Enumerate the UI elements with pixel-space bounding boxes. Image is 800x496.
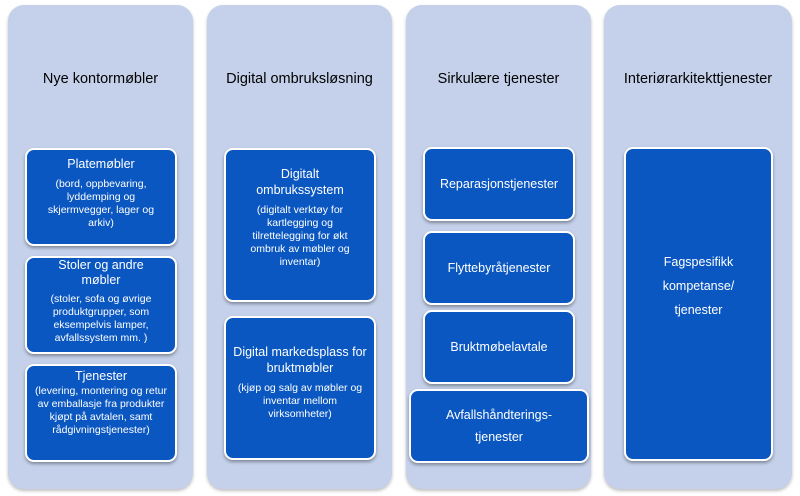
- box-title: Tjenester: [74, 369, 128, 383]
- box-description: (bord, oppbevaring, lyddemping og skjerm…: [47, 178, 155, 229]
- box-digital-reuse-system: Digitalt ombrukssystem (digitalt verktøy…: [224, 148, 376, 302]
- box-title: Reparasjonstjenester: [439, 177, 559, 191]
- column-new-office-furniture: Nye kontormøbler Platemøbler (bord, oppb…: [8, 5, 193, 489]
- box-services: Tjenester (levering, montering og retur …: [25, 364, 177, 462]
- column-title: Sirkulære tjenester: [437, 71, 560, 87]
- box-title: Stoler og andre møbler: [58, 258, 144, 287]
- column-title: Nye kontormøbler: [42, 71, 159, 87]
- box-plate-furniture: Platemøbler (bord, oppbevaring, lyddempi…: [25, 148, 177, 246]
- box-description: (kjøp og salg av møbler og inventar mell…: [237, 382, 363, 420]
- box-description: (levering, montering og retur av emballa…: [35, 385, 167, 436]
- box-digital-marketplace: Digital markedsplass for bruktmøbler (kj…: [224, 316, 376, 460]
- column-title: Digital ombruksløsning: [226, 71, 373, 87]
- column-interior-architect-services: Interiørarkitekttjenester Fagspesifikk k…: [604, 5, 792, 489]
- box-title: Fagspesifikk kompetanse/ tjenester: [662, 255, 735, 317]
- box-title: Flyttebyråtjenester: [447, 261, 551, 275]
- box-chairs-other-furniture: Stoler og andre møbler (stoler, sofa og …: [25, 256, 177, 354]
- box-used-furniture-agreement: Bruktmøbelavtale: [423, 310, 575, 384]
- box-title: Digitalt ombrukssystem: [256, 167, 344, 197]
- box-subject-competence: Fagspesifikk kompetanse/ tjenester: [624, 147, 773, 461]
- box-description: (digitalt verktøy for kartlegging og til…: [250, 204, 350, 268]
- box-title: Digital markedsplass for bruktmøbler: [233, 345, 367, 375]
- column-digital-reuse-solution: Digital ombruksløsning Digitalt ombrukss…: [207, 5, 392, 489]
- box-repair-services: Reparasjonstjenester: [423, 147, 575, 221]
- column-title: Interiørarkitekttjenester: [623, 71, 773, 87]
- box-title: Platemøbler: [67, 157, 135, 171]
- box-moving-services: Flyttebyråtjenester: [423, 231, 575, 305]
- column-circular-services: Sirkulære tjenester Reparasjonstjenester…: [406, 5, 591, 489]
- box-waste-handling-services: Avfallshåndterings-tjenester: [409, 389, 589, 463]
- box-description: (stoler, sofa og øvrige produktgrupper, …: [50, 293, 152, 344]
- box-title: Bruktmøbelavtale: [450, 340, 548, 354]
- box-title: Avfallshåndterings-tjenester: [445, 408, 553, 444]
